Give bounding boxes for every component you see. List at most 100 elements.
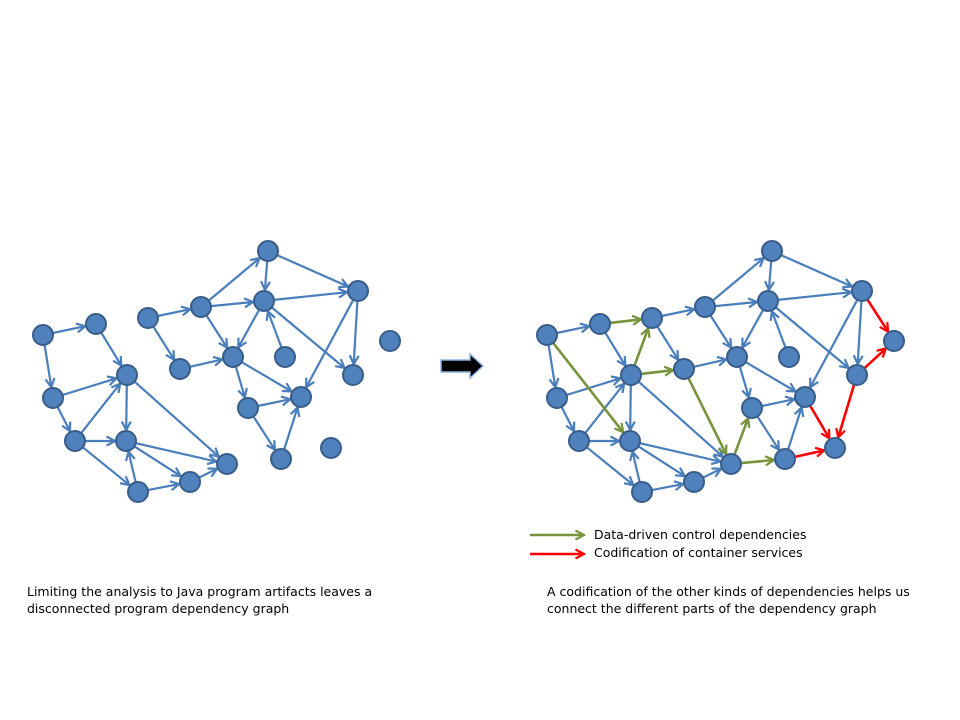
dependency-edge: [714, 302, 757, 306]
dependency-edge: [157, 309, 190, 318]
right-graph-node: [778, 346, 800, 368]
right-dependency-graph: [536, 240, 905, 503]
dependency-edge: [238, 309, 261, 348]
dependency-edge: [560, 406, 574, 431]
left-graph-node: [379, 330, 401, 352]
left-graph-node: [216, 453, 238, 475]
dependency-edge: [711, 258, 764, 302]
dependency-edge: [129, 452, 137, 483]
dependency-edge: [52, 326, 85, 335]
left-graph-node: [32, 324, 54, 346]
dependency-edge: [556, 326, 589, 335]
dependency-edge: [205, 314, 227, 347]
left-graph-node: [347, 280, 369, 302]
right-graph-node: [851, 280, 873, 302]
dependency-edge: [774, 306, 849, 368]
dependency-edge: [745, 361, 796, 391]
right-graph-node: [757, 290, 779, 312]
left-graph-node: [85, 313, 107, 335]
dependency-edge: [265, 260, 267, 290]
data-driven-edge: [633, 328, 649, 367]
container-service-edge: [794, 450, 825, 459]
data-driven-edge: [640, 370, 673, 374]
container-service-edge: [866, 298, 888, 331]
left-graph-node: [253, 290, 275, 312]
left-graph-node: [116, 364, 138, 386]
left-graph-node: [342, 364, 364, 386]
dependency-edge: [273, 292, 347, 301]
dependency-edge: [661, 309, 694, 318]
caption-right-line1: A codification of the other kinds of dep…: [547, 584, 910, 599]
dependency-edge: [777, 292, 851, 301]
dependency-edge: [633, 452, 641, 483]
dependency-edge: [639, 442, 721, 461]
left-graph-node: [115, 430, 137, 452]
dependency-edge: [283, 408, 298, 450]
right-graph-node: [536, 324, 558, 346]
dependency-edge: [742, 309, 765, 348]
dependency-edge: [354, 300, 358, 364]
dependency-edge: [241, 361, 292, 391]
right-graph-node: [641, 307, 663, 329]
data-driven-edge: [552, 342, 623, 432]
right-graph-node: [620, 364, 642, 386]
dependency-edge: [566, 378, 621, 397]
dependency-edge: [756, 415, 779, 449]
right-graph-node: [546, 387, 568, 409]
dependency-edge: [810, 299, 859, 388]
dependency-edge: [702, 469, 721, 479]
dependency-edge: [268, 311, 283, 348]
right-graph-node: [631, 481, 653, 503]
dependency-edge: [257, 399, 290, 408]
dependency-edge: [761, 399, 794, 408]
left-graph-node: [137, 307, 159, 329]
right-graph-node: [683, 471, 705, 493]
dependency-edge: [252, 415, 275, 449]
dependency-edge: [135, 442, 217, 461]
dependency-edge: [769, 260, 771, 290]
left-graph-node: [320, 437, 342, 459]
dependency-edge: [189, 359, 223, 368]
right-graph-node: [883, 330, 905, 352]
dependency-edge: [100, 331, 121, 366]
left-graph-node: [270, 448, 292, 470]
left-graph-node: [42, 387, 64, 409]
legend: [530, 535, 584, 554]
right-graph-node: [774, 448, 796, 470]
dependency-edge: [787, 408, 802, 450]
caption-right: A codification of the other kinds of dep…: [547, 583, 910, 617]
data-driven-edge: [687, 377, 726, 454]
right-graph-node: [720, 453, 742, 475]
left-graph-node: [179, 471, 201, 493]
left-graph-node: [169, 358, 191, 380]
caption-left: Limiting the analysis to Java program ar…: [27, 583, 372, 617]
left-graph-node: [127, 481, 149, 503]
right-graph-node: [761, 240, 783, 262]
data-driven-edge: [733, 418, 749, 456]
left-graph-node: [257, 240, 279, 262]
dependency-edge: [547, 344, 556, 387]
right-graph-node: [726, 346, 748, 368]
left-graph-node: [190, 296, 212, 318]
dependency-edge: [693, 359, 727, 368]
container-service-edge: [838, 384, 856, 438]
left-graph-node: [64, 430, 86, 452]
legend-label-container-services: Codification of container services: [594, 545, 803, 560]
dependency-edge: [56, 406, 70, 431]
right-graph-node: [619, 430, 641, 452]
caption-right-line2: connect the different parts of the depen…: [547, 601, 877, 616]
dependency-edge: [147, 484, 179, 492]
dependency-edge: [152, 325, 174, 360]
dependency-edge: [133, 445, 180, 476]
left-graph-node: [237, 397, 259, 419]
dependency-edge: [651, 484, 683, 492]
right-graph-node: [673, 358, 695, 380]
dependency-edge: [709, 314, 731, 347]
dependency-edge: [637, 445, 684, 476]
dependency-edge: [80, 384, 120, 434]
dependency-edge: [780, 254, 852, 286]
dependency-edge: [210, 302, 253, 306]
dependency-edge: [198, 469, 217, 479]
legend-label-data-driven: Data-driven control dependencies: [594, 527, 807, 542]
